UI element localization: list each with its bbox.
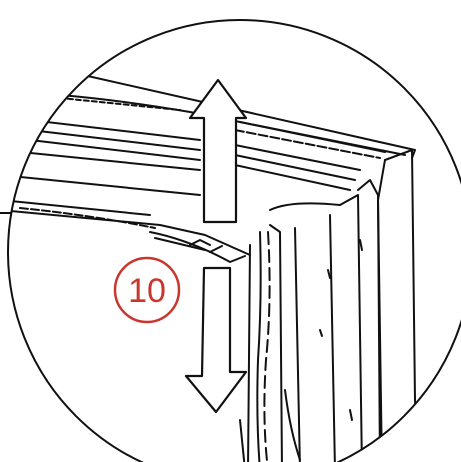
magnifier-circle <box>7 19 461 462</box>
arrow-down-icon <box>184 266 248 414</box>
step-badge: 10 <box>113 256 181 324</box>
window-frame-detail <box>8 59 419 462</box>
step-badge-ring <box>113 256 181 324</box>
step-number: 10 <box>128 272 166 310</box>
corner-post <box>239 149 419 462</box>
seal-strip <box>149 231 246 263</box>
arrow-up-icon <box>188 78 248 224</box>
